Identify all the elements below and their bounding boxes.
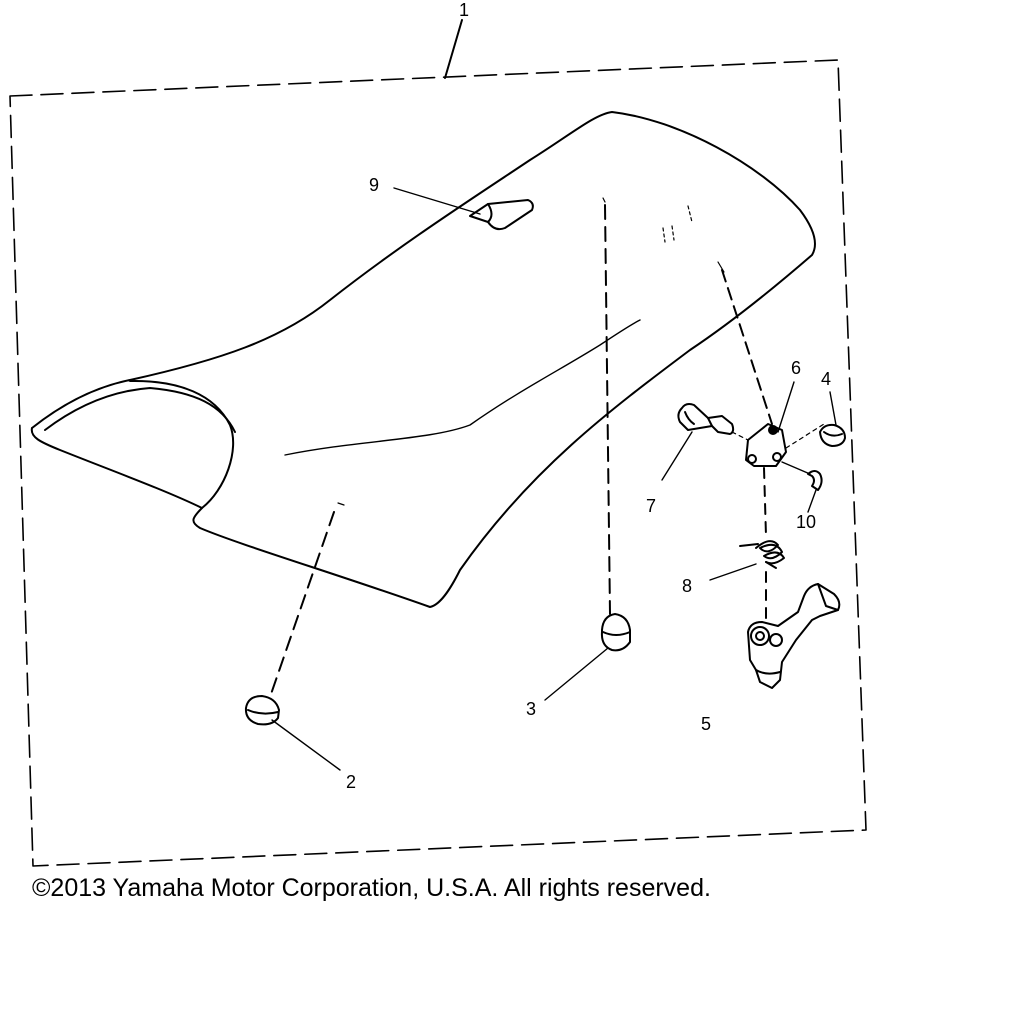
leader-line-3: [544, 647, 609, 701]
leader-line-8: [709, 563, 757, 581]
part-9-strap: [469, 199, 534, 231]
leader-line-2-dashed: [269, 511, 335, 698]
leader-line-10: [781, 461, 811, 475]
callout-3: 3: [526, 699, 536, 719]
callout-4: 4: [821, 369, 831, 389]
leader-line-4: [829, 391, 837, 426]
leader-line-6-dashed: [721, 269, 773, 425]
seat-rear-inner-curve: [44, 387, 236, 433]
callout-8: 8: [682, 576, 692, 596]
seat-outline: [31, 111, 816, 608]
part-4-nut: [819, 423, 846, 447]
part-2-damper: [244, 695, 280, 726]
part-8-spring: [755, 540, 785, 565]
callout-7: 7: [646, 496, 656, 516]
part-7-pin: [677, 403, 735, 435]
copyright-text: ©2013 Yamaha Motor Corporation, U.S.A. A…: [32, 874, 711, 902]
leader-line-8-dashed: [763, 467, 767, 537]
callout-1: 1: [459, 0, 469, 20]
part-10-clip: [807, 470, 823, 491]
assembly-boundary: [9, 59, 867, 867]
leader-line-3-dashed: [604, 204, 611, 615]
leader-line-6: [777, 381, 795, 433]
seat-front-edge: [30, 427, 203, 509]
part-3-damper: [600, 613, 631, 652]
callout-5: 5: [701, 714, 711, 734]
callout-10: 10: [796, 512, 816, 532]
callout-9: 9: [369, 175, 379, 195]
leader-line-7: [661, 431, 693, 481]
leader-line-9: [393, 187, 481, 215]
leader-line-2: [271, 719, 341, 771]
seat-crease-line: [284, 319, 641, 456]
callout-2: 2: [346, 772, 356, 792]
leader-line-1: [444, 19, 463, 79]
callout-6: 6: [791, 358, 801, 378]
